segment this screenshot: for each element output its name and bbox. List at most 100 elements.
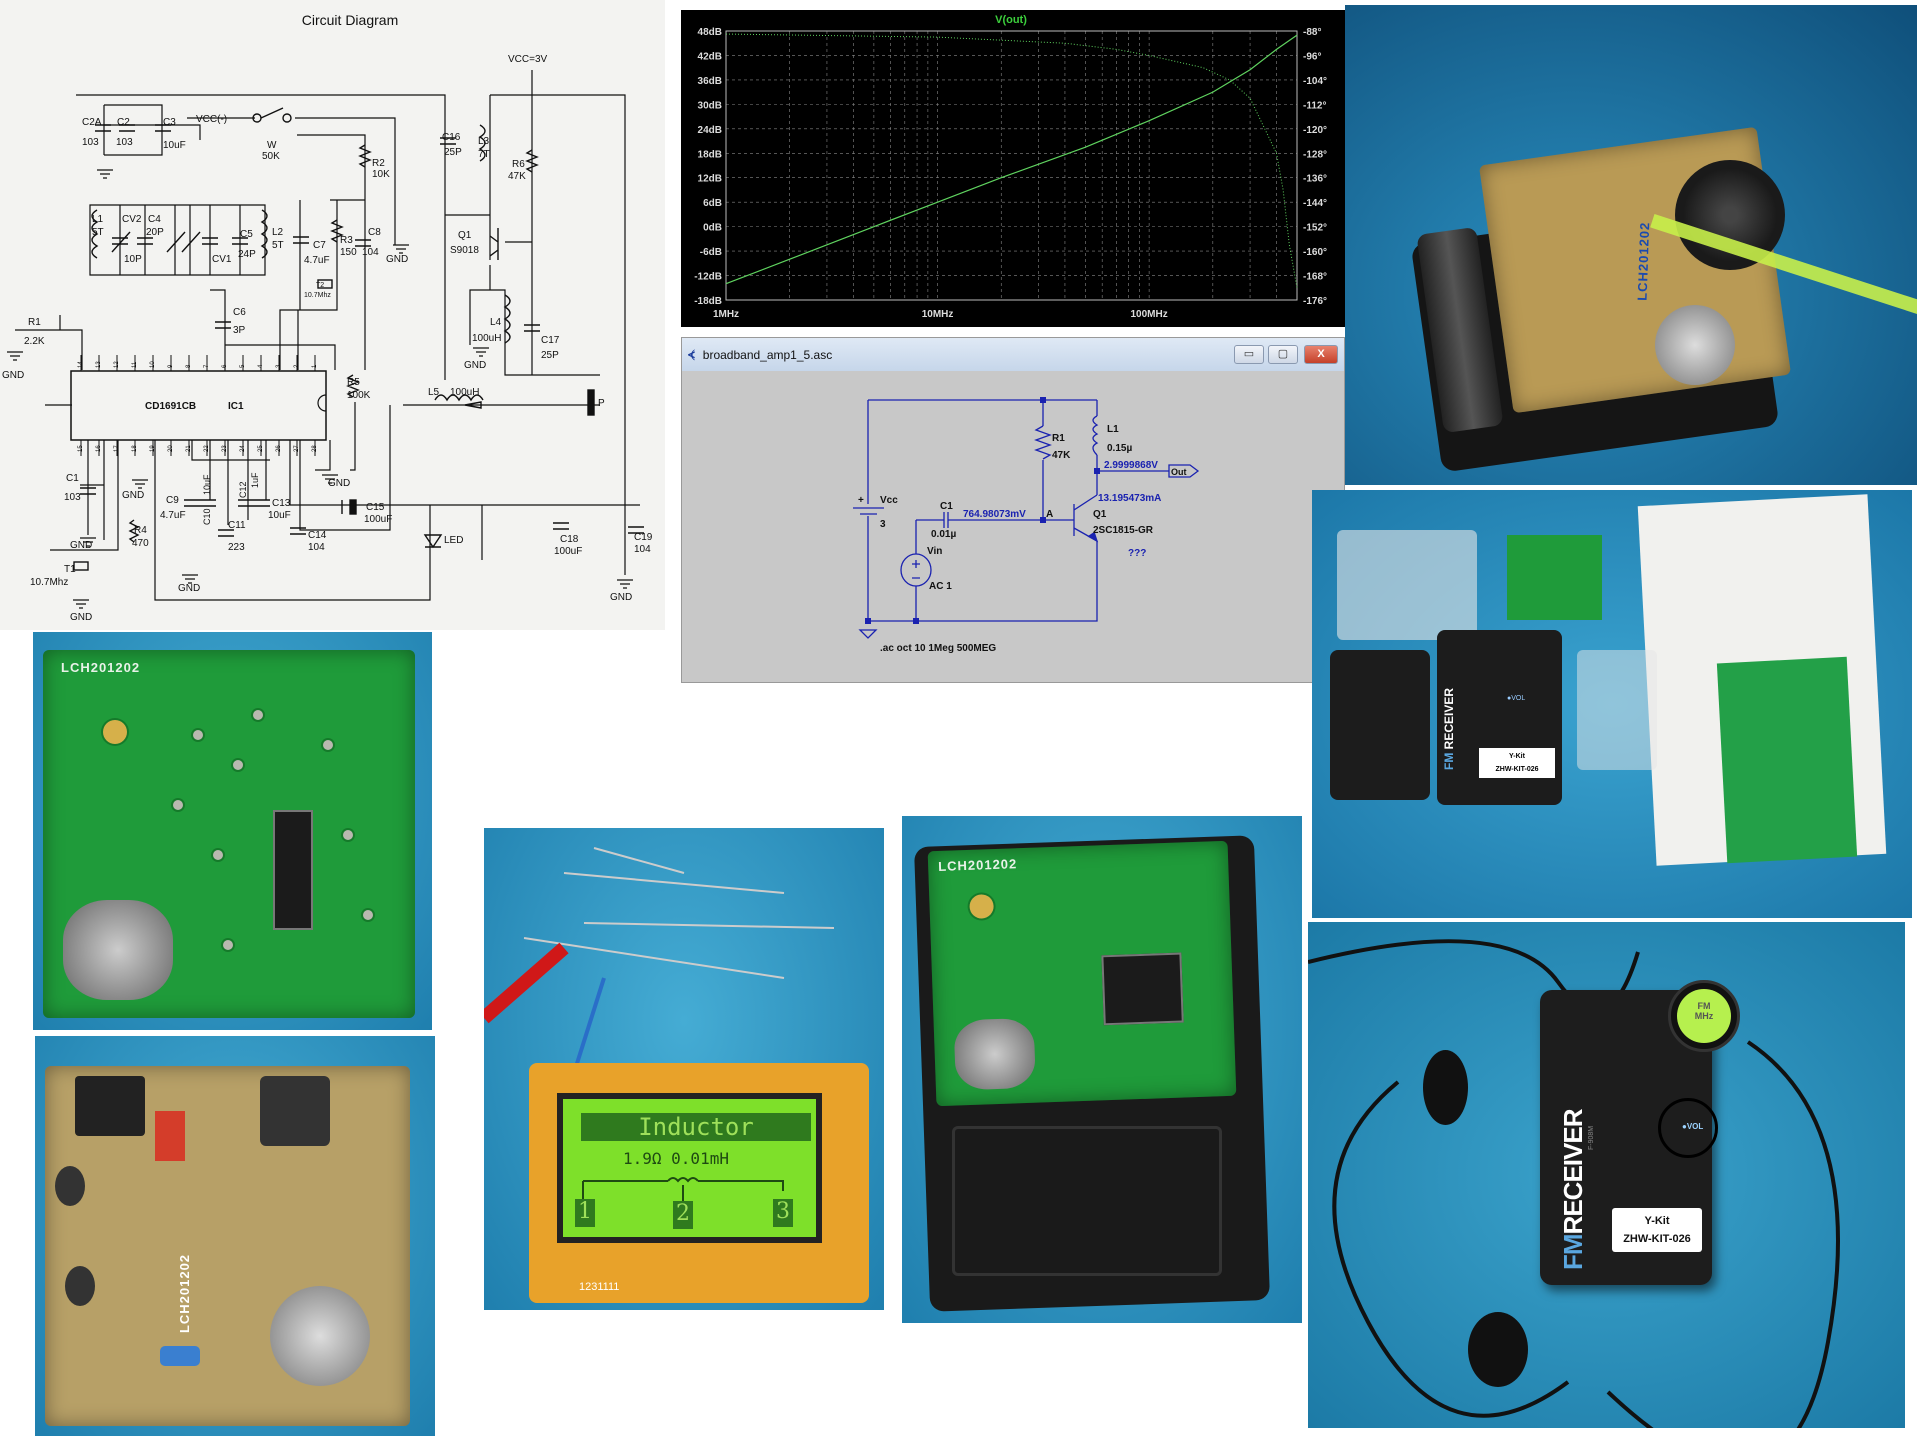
photo-pcb-solder-side: LCH201202 bbox=[33, 632, 432, 1030]
svg-text:GND: GND bbox=[70, 540, 92, 551]
svg-text:4.7uF: 4.7uF bbox=[304, 255, 330, 266]
ic-pin-number: 12 bbox=[114, 361, 120, 368]
ic-pin-number: 25 bbox=[258, 445, 264, 452]
svg-text:764.98073mV: 764.98073mV bbox=[963, 509, 1026, 520]
lcd-pin-2: 2 bbox=[673, 1201, 693, 1229]
svg-text:R1: R1 bbox=[28, 317, 41, 328]
photo-assembled-radio-open: LCH201202 bbox=[1345, 5, 1917, 485]
svg-text:C14: C14 bbox=[308, 530, 327, 541]
svg-text:50K: 50K bbox=[262, 151, 280, 162]
ltspice-app-icon: ⦓ bbox=[688, 347, 695, 361]
kit-vol-label: ●VOL bbox=[1507, 695, 1526, 702]
receiver-model: F-908M bbox=[1588, 1125, 1595, 1150]
ic-pin-number: 19 bbox=[150, 445, 156, 452]
ic-pin-number: 26 bbox=[276, 445, 282, 452]
close-button[interactable]: X bbox=[1304, 345, 1338, 364]
ic-pin-number: 15 bbox=[78, 445, 84, 452]
lcd-reading: 1.9Ω 0.01mH bbox=[623, 1149, 729, 1168]
svg-text:100uF: 100uF bbox=[364, 514, 392, 525]
svg-text:C16: C16 bbox=[442, 132, 461, 143]
svg-text:R3: R3 bbox=[340, 235, 353, 246]
svg-text:5T: 5T bbox=[272, 240, 284, 251]
x-tick-label: 100MHz bbox=[1130, 309, 1167, 320]
maximize-button[interactable]: ▢ bbox=[1268, 345, 1298, 364]
y-tick-right: -96° bbox=[1303, 51, 1321, 62]
y-tick-left: 30dB bbox=[698, 100, 722, 111]
photo-pcb-in-case: LCH201202 bbox=[902, 816, 1302, 1323]
photo-pcb-component-side: LCH201202 bbox=[35, 1036, 435, 1436]
magnitude-line bbox=[725, 34, 1298, 285]
svg-text:???: ??? bbox=[1128, 548, 1146, 559]
pcb-silkscreen: LCH201202 bbox=[937, 856, 1018, 874]
svg-text:103: 103 bbox=[64, 492, 81, 503]
minimize-button[interactable]: ▭ bbox=[1234, 345, 1264, 364]
svg-text:3: 3 bbox=[880, 519, 886, 530]
svg-text:103: 103 bbox=[82, 137, 99, 148]
y-tick-left: -6dB bbox=[700, 247, 722, 258]
ic-pin-number: 21 bbox=[186, 445, 192, 452]
svg-text:C2A: C2A bbox=[82, 117, 102, 128]
svg-text:10uF: 10uF bbox=[268, 510, 291, 521]
svg-text:104: 104 bbox=[362, 247, 379, 258]
svg-text:C15: C15 bbox=[366, 502, 385, 513]
svg-text:GND: GND bbox=[2, 370, 24, 381]
svg-text:104: 104 bbox=[308, 542, 325, 553]
y-tick-right: -144° bbox=[1303, 198, 1327, 209]
ic-pin-number: 2 bbox=[294, 364, 300, 368]
y-tick-right: -104° bbox=[1303, 76, 1327, 87]
ic-pin-number: 17 bbox=[114, 445, 120, 452]
svg-text:A: A bbox=[1046, 509, 1053, 520]
svg-text:L1: L1 bbox=[92, 214, 104, 225]
svg-text:C3: C3 bbox=[163, 117, 176, 128]
ic-pin-number: 23 bbox=[222, 445, 228, 452]
ic-pin-number: 7 bbox=[204, 364, 210, 368]
y-tick-left: 36dB bbox=[698, 76, 722, 87]
lcd-pin-1: 1 bbox=[575, 1199, 595, 1227]
svg-text:CD1691CB: CD1691CB bbox=[145, 401, 196, 412]
svg-text:20P: 20P bbox=[146, 227, 164, 238]
svg-text:100uF: 100uF bbox=[554, 546, 582, 557]
svg-text:C2: C2 bbox=[117, 117, 130, 128]
ic-pin-number: 20 bbox=[168, 445, 174, 452]
svg-text:VCC(-): VCC(-) bbox=[196, 114, 227, 125]
kit-brand-prefix: FM bbox=[1442, 752, 1456, 770]
pcb-silkscreen: LCH201202 bbox=[177, 1253, 193, 1334]
window-titlebar[interactable]: ⦓ broadband_amp1_5.asc ▭ ▢ X bbox=[682, 338, 1344, 371]
svg-text:AC 1: AC 1 bbox=[929, 581, 952, 592]
pcb-silkscreen: LCH201202 bbox=[61, 660, 141, 675]
svg-text:47K: 47K bbox=[508, 171, 526, 182]
svg-text:100uH: 100uH bbox=[472, 333, 501, 344]
svg-text:5T: 5T bbox=[92, 227, 104, 238]
svg-text:24P: 24P bbox=[238, 249, 256, 260]
svg-text:470: 470 bbox=[132, 538, 149, 549]
svg-text:C12: C12 bbox=[238, 481, 248, 498]
kit-label-line1: Y-Kit bbox=[1509, 753, 1525, 760]
svg-text:150: 150 bbox=[340, 247, 357, 258]
svg-text:4.7uF: 4.7uF bbox=[160, 510, 186, 521]
svg-text:C7: C7 bbox=[313, 240, 326, 251]
svg-text:L2: L2 bbox=[272, 227, 284, 238]
ic-pin-number: 5 bbox=[240, 364, 246, 368]
svg-text:10uF: 10uF bbox=[202, 474, 212, 495]
x-tick-label: 1MHz bbox=[713, 309, 739, 320]
svg-text:L1: L1 bbox=[1107, 424, 1119, 435]
svg-text:7T: 7T bbox=[478, 149, 490, 160]
ic-pin-number: 3 bbox=[276, 364, 282, 368]
receiver-brand: RECEIVER bbox=[1558, 1109, 1588, 1235]
svg-text:+: + bbox=[858, 495, 864, 506]
svg-text:0.15µ: 0.15µ bbox=[1107, 443, 1132, 454]
kit-label-line2: ZHW-KIT-026 bbox=[1495, 766, 1539, 773]
y-tick-right: -128° bbox=[1303, 149, 1327, 160]
svg-text:C10: C10 bbox=[202, 508, 212, 525]
svg-text:GND: GND bbox=[70, 612, 92, 623]
lcd-pin-3: 3 bbox=[773, 1199, 793, 1227]
receiver-label-line2: ZHW-KIT-026 bbox=[1623, 1233, 1691, 1245]
ltspice-probe-values: 2.9999868V 13.195473mA 764.98073mV ??? bbox=[963, 460, 1161, 559]
svg-text:L3: L3 bbox=[478, 136, 490, 147]
ic-pin-number: 1 bbox=[312, 364, 318, 368]
svg-text:C11: C11 bbox=[228, 520, 246, 531]
svg-text:3P: 3P bbox=[233, 325, 246, 336]
ic-pin-number: 16 bbox=[96, 445, 102, 452]
